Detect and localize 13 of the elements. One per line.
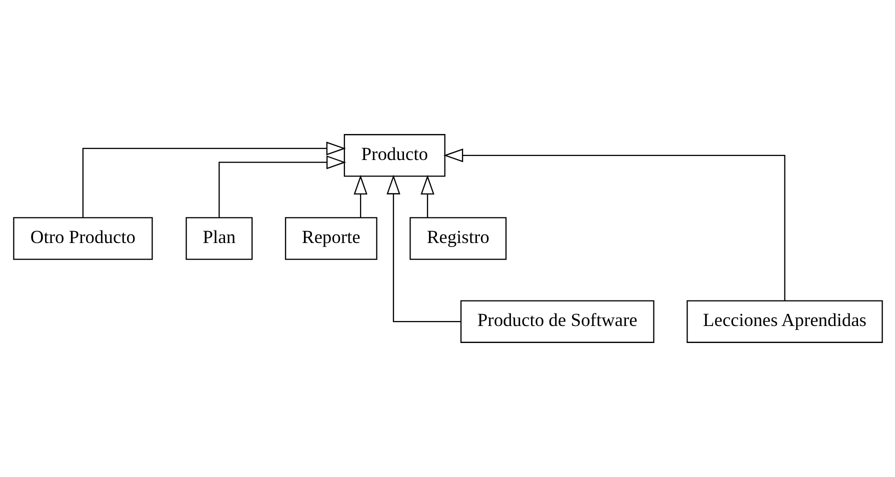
arrow [442,148,785,301]
node-box: Otro Producto [12,217,152,260]
arrow [420,174,434,218]
node-box: Reporte [284,217,377,260]
arrow [218,155,346,218]
arrow [386,174,460,322]
node-box: Producto [343,134,445,177]
node-box: Producto de Software [460,300,654,343]
node-box: Lecciones Aprendidas [686,300,882,343]
arrow [82,142,346,218]
node-box: Registro [409,217,506,260]
arrow [353,174,367,218]
node-box: Plan [185,217,252,260]
